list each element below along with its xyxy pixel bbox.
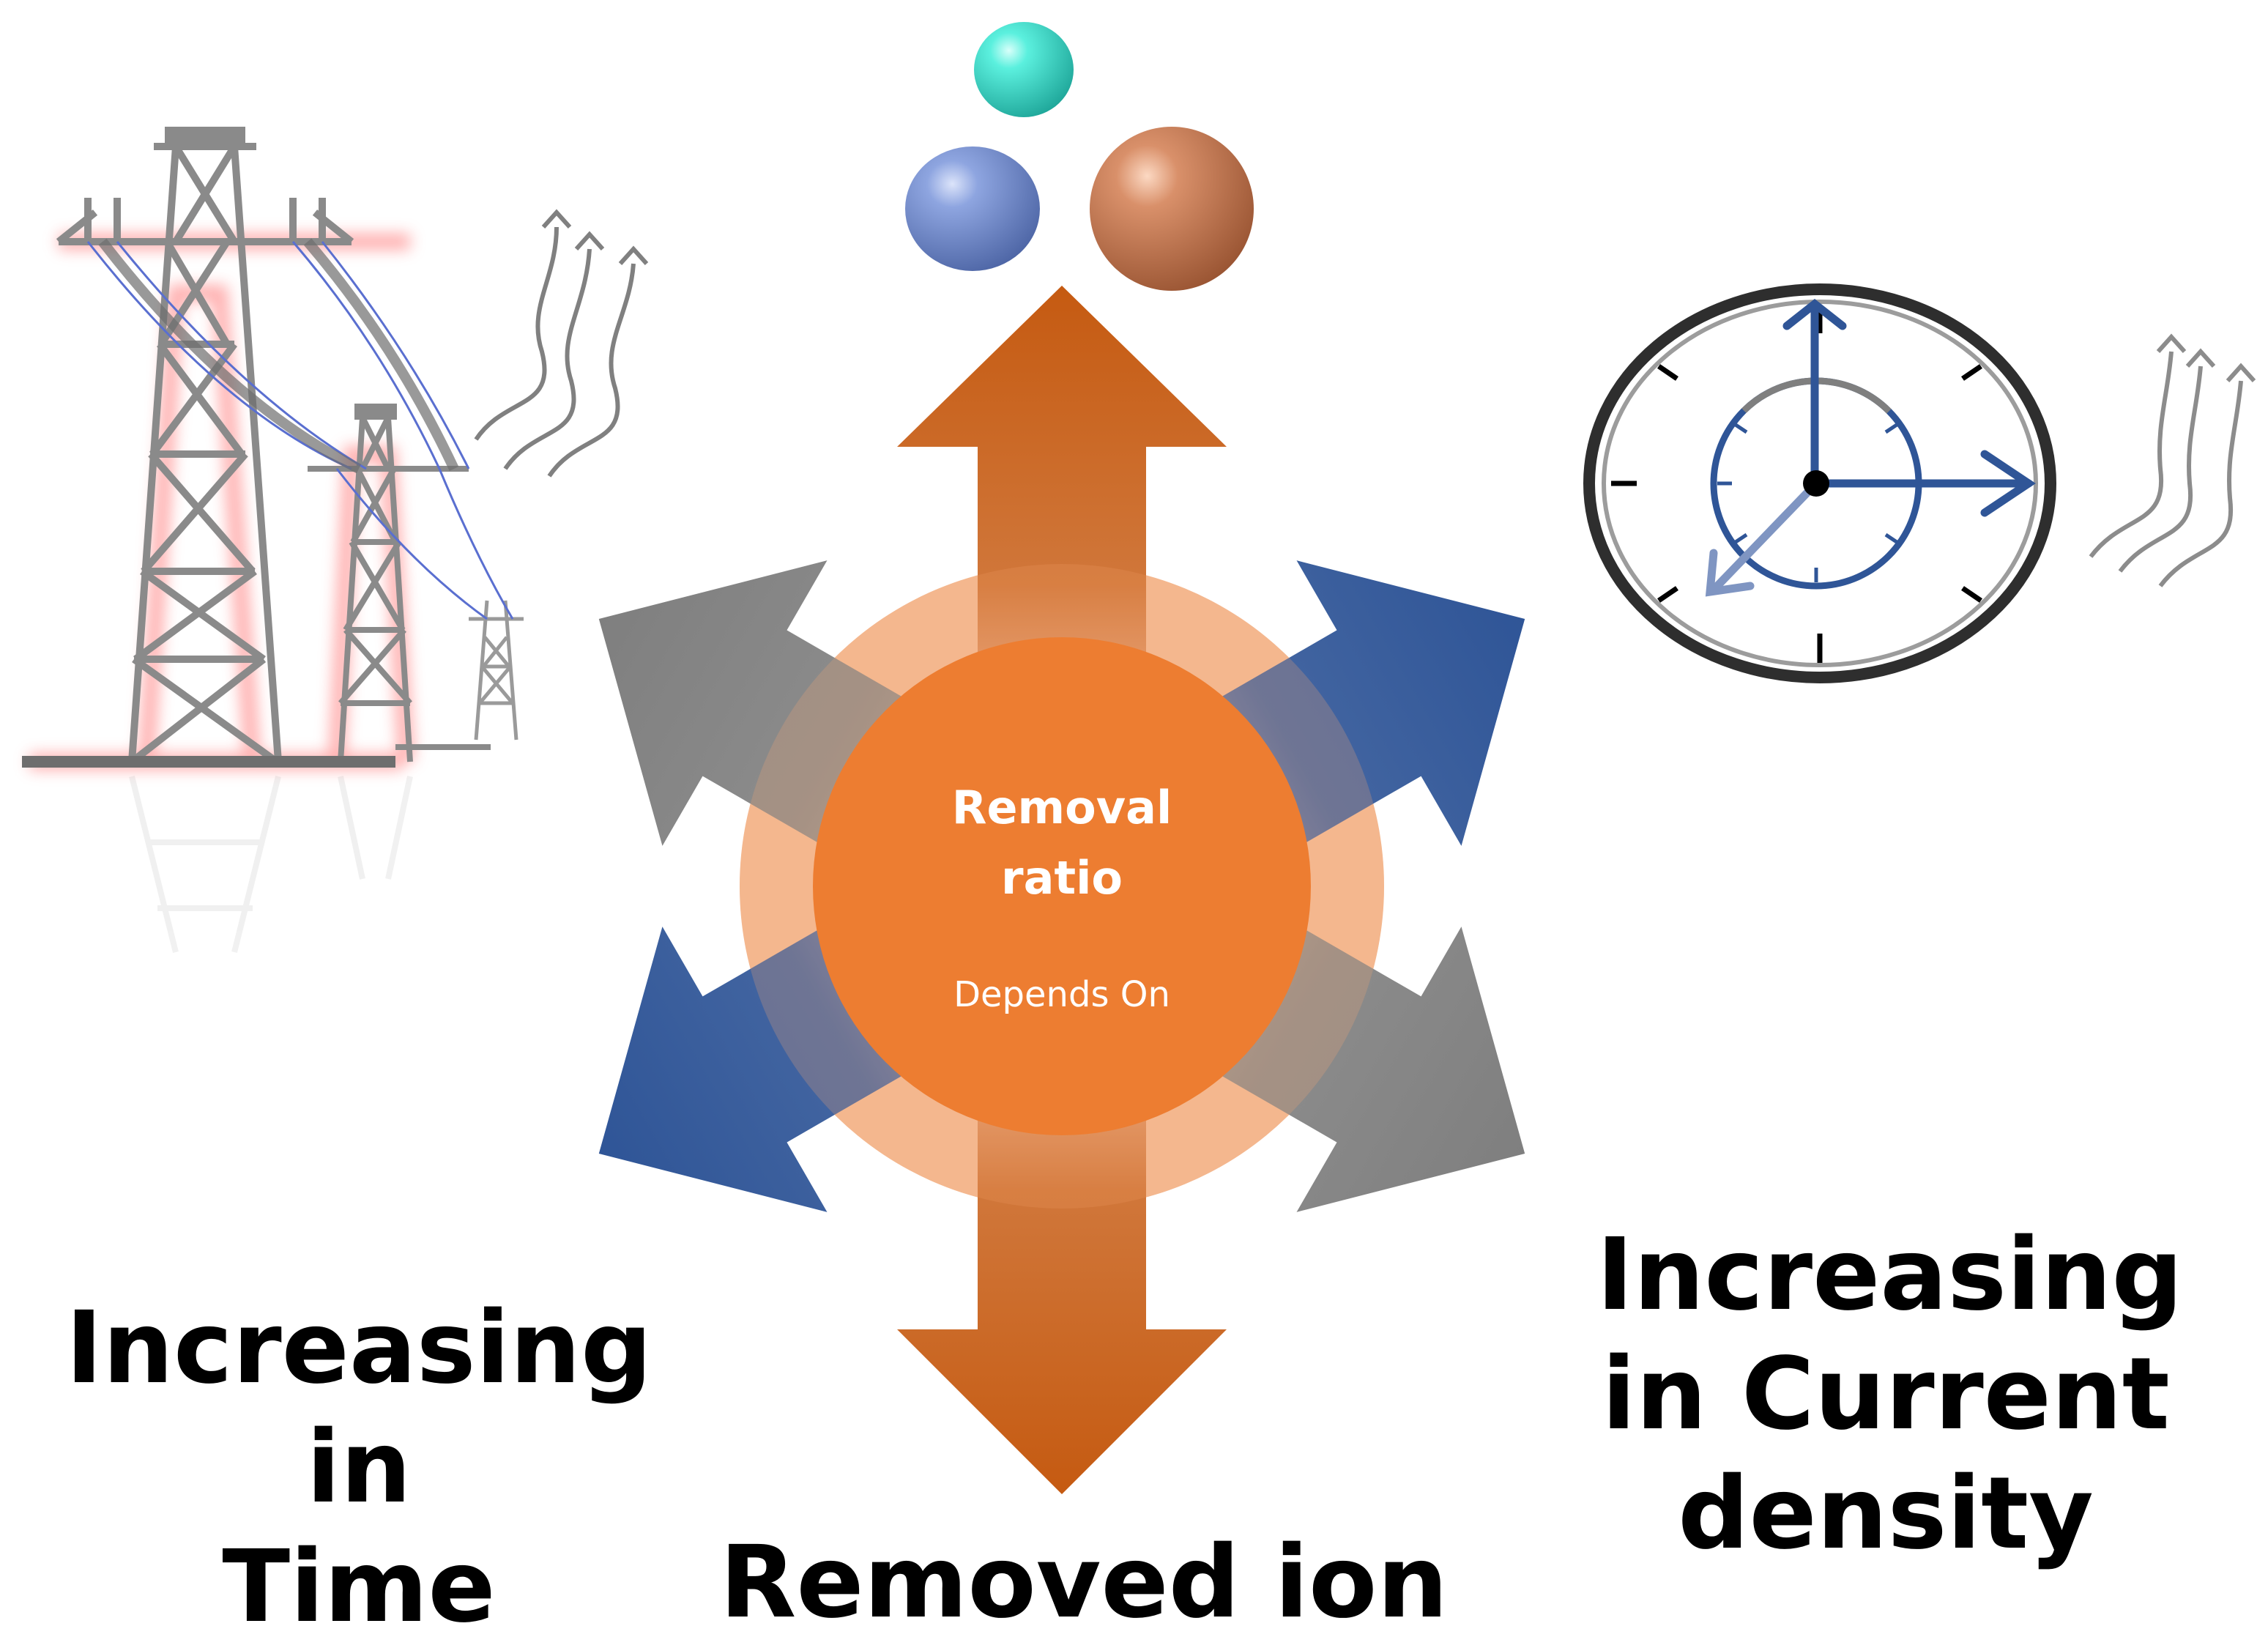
ion-spheres-icon <box>905 22 1254 291</box>
label-time: Increasing in Time <box>29 1289 688 1648</box>
label-time-line2: Time <box>222 1529 496 1646</box>
center-subtitle: Depends On <box>953 974 1170 1015</box>
label-time-line1: Increasing in <box>65 1291 652 1526</box>
arrow-down <box>897 1025 1227 1494</box>
center-title: Removal ratio <box>908 773 1216 913</box>
center-title-line1: Removal <box>951 781 1172 834</box>
label-removed-ion: Removed ion <box>719 1525 1449 1641</box>
label-current-density: Increasing in Current density <box>1596 1216 2183 1575</box>
center-title-line2: ratio <box>1001 851 1123 905</box>
label-current-line2: in Current <box>1602 1337 2170 1453</box>
label-current-line1: Increasing <box>1596 1217 2183 1333</box>
label-current-line3: density <box>1678 1456 2094 1573</box>
arrow-up <box>897 286 1227 747</box>
center-disc <box>813 637 1311 1135</box>
power-tower-icon <box>22 127 649 953</box>
clock-icon <box>1583 283 2256 683</box>
